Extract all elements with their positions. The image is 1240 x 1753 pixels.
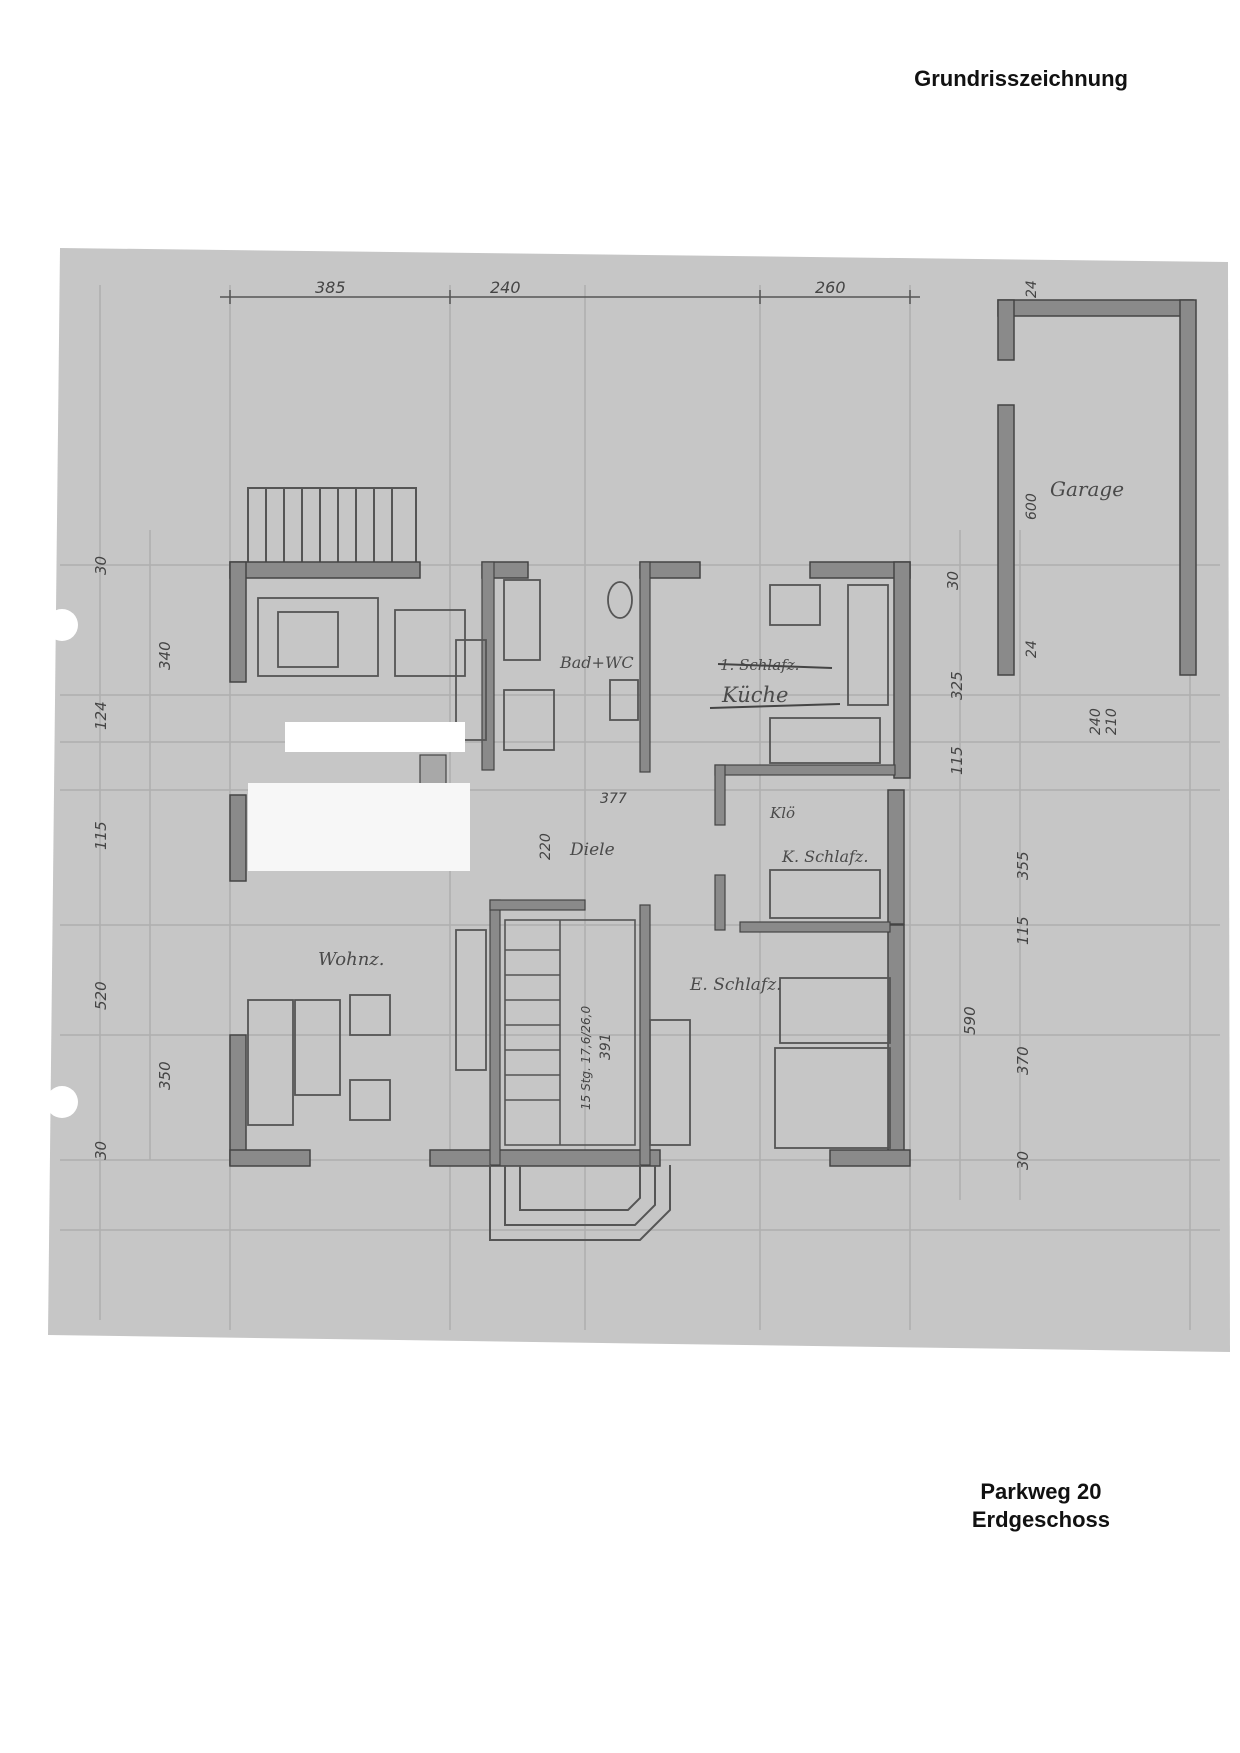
binder-hole-top xyxy=(46,609,78,641)
dim-top-2: 240 xyxy=(490,278,521,297)
document-title: Grundrisszeichnung xyxy=(914,66,1128,91)
address: Parkweg 20 xyxy=(980,1479,1102,1504)
dim-left-3: 124 xyxy=(92,701,110,730)
room-label-kids-bedroom: K. Schlafz. xyxy=(781,847,868,866)
room-label-bath: Bad+WC xyxy=(559,653,634,672)
strike-line xyxy=(717,663,833,669)
dim-right-7: 370 xyxy=(1014,1046,1032,1075)
dim-right-6: 590 xyxy=(961,1006,979,1035)
room-label-hall: Diele xyxy=(569,840,615,860)
room-label-parents-bedroom: E. Schlafz. xyxy=(689,975,782,995)
dim-top-3: 260 xyxy=(815,278,846,297)
dim-right-2: 325 xyxy=(948,671,966,700)
dim-right-8: 30 xyxy=(1014,1151,1032,1170)
binder-hole-bottom xyxy=(46,1086,78,1118)
room-label-wardrobe: Klö xyxy=(769,804,795,822)
blanked-area-2 xyxy=(248,783,470,871)
dim-garage-1: 24 xyxy=(1024,280,1040,298)
top-dimension-line xyxy=(220,290,920,304)
dim-left-4: 115 xyxy=(92,821,110,850)
room-label-living: Wohnz. xyxy=(318,949,385,970)
dim-top-1: 385 xyxy=(315,278,346,297)
dim-inner-3: 391 xyxy=(598,1033,614,1060)
dim-garage-5: 210 xyxy=(1104,708,1120,735)
dim-garage-2: 600 xyxy=(1024,493,1040,520)
dim-garage-4: 240 xyxy=(1088,708,1104,735)
dim-right-5: 115 xyxy=(1014,916,1032,945)
dim-left-1: 30 xyxy=(92,556,110,575)
dim-left-7: 30 xyxy=(92,1141,110,1160)
dim-inner-2: 220 xyxy=(538,833,554,860)
blanked-area-1 xyxy=(285,722,465,752)
scan-background xyxy=(48,248,1230,1352)
dim-right-1: 30 xyxy=(944,571,962,590)
dim-right-3: 115 xyxy=(948,746,966,775)
floor-name: Erdgeschoss xyxy=(971,1507,1110,1532)
furniture xyxy=(247,579,891,1149)
room-label-kitchen: Küche xyxy=(721,683,788,707)
dim-garage-3: 24 xyxy=(1024,640,1040,658)
kitchen-underline xyxy=(709,703,841,709)
dim-left-6: 350 xyxy=(156,1061,174,1090)
address-block: Parkweg 20 Erdgeschoss xyxy=(972,1478,1110,1534)
dim-inner-4: 15 Stg. 17,6/26,0 xyxy=(579,1006,593,1110)
dim-left-5: 520 xyxy=(92,981,110,1010)
dim-left-2: 340 xyxy=(156,641,174,670)
room-label-garage: Garage xyxy=(1050,477,1124,501)
staircase xyxy=(504,919,636,1146)
garage-walls xyxy=(997,299,1197,676)
dim-right-4: 355 xyxy=(1014,851,1032,880)
dim-inner-1: 377 xyxy=(600,791,627,807)
entrance-steps xyxy=(489,1165,671,1241)
exterior-walls xyxy=(229,561,911,1167)
